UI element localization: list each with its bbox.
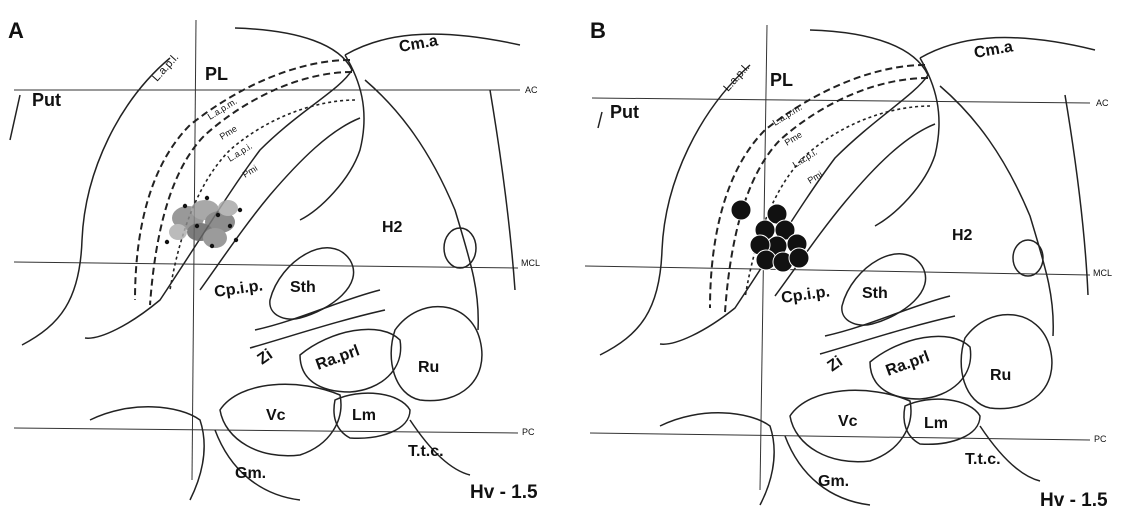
panel-a-label-ttc: T.t.c. xyxy=(408,443,444,460)
panel-b-label-pmi: Pmi xyxy=(806,169,824,186)
panel-b-lesion-cluster xyxy=(731,200,809,272)
panel-b-label-cma: Cm.a xyxy=(973,38,1015,62)
panel-b-label-lapl: L.a.p.l. xyxy=(721,61,752,94)
panel-b-label-ru: Ru xyxy=(990,367,1011,384)
panel-a-label-h2: H2 xyxy=(382,219,403,236)
panel-a-small-nucleus xyxy=(444,228,476,268)
panel-a-label-ru: Ru xyxy=(418,359,439,376)
panel-b-label-zi: Zi xyxy=(825,353,846,375)
contact-dot xyxy=(165,240,169,244)
panel-b-h2-outline xyxy=(940,86,1053,336)
lesion-marker xyxy=(218,200,238,216)
lesion-marker xyxy=(203,228,227,248)
panel-b-label-lapi: L.a.p.i. xyxy=(791,147,819,170)
contact-dot xyxy=(210,244,214,248)
panel-b-label-lm: Lm xyxy=(924,415,948,432)
panel-a-label-vc: Vc xyxy=(266,407,286,424)
contact-dot xyxy=(238,208,242,212)
panel-b-label-lapm: L.a.p.m. xyxy=(771,102,804,128)
contact-dot xyxy=(183,204,187,208)
panel-a-lamina-lapi xyxy=(170,100,355,290)
panel-b: B Put PL L.a.p.l. L.a.p.m. Pme L.a.p.i. … xyxy=(585,18,1112,511)
panel-a-label-pmi: Pmi xyxy=(241,163,259,180)
panel-b-label-put: Put xyxy=(610,102,639,122)
panel-b-small-nucleus xyxy=(1013,240,1043,276)
panel-a-label-pl: PL xyxy=(205,64,228,84)
panel-a-label-zi: Zi xyxy=(255,346,276,368)
panel-a-label-raprl: Ra.prl xyxy=(314,342,362,373)
panel-b-pc-line xyxy=(590,433,1090,440)
contact-dot xyxy=(234,238,238,242)
lesion-circle xyxy=(789,248,809,268)
panel-a-label-cpip: Cp.i.p. xyxy=(213,277,264,301)
panel-a-right-border xyxy=(490,90,515,290)
panel-b-label-cpip: Cp.i.p. xyxy=(780,283,831,307)
panel-a-label-ac: AC xyxy=(525,85,538,95)
panel-a: A Put PL L.a.p.l. L.a.p.m. xyxy=(8,18,540,503)
panel-a-lesion-cluster xyxy=(169,200,238,248)
panel-a-ru-outline xyxy=(391,307,482,401)
panel-a-letter: A xyxy=(8,18,24,43)
panel-a-label-mcl: MCL xyxy=(521,258,540,268)
panel-b-label-mcl: MCL xyxy=(1093,268,1112,278)
panel-b-label-ac: AC xyxy=(1096,98,1109,108)
panel-b-label-sth: Sth xyxy=(862,285,888,302)
panel-b-ru-outline xyxy=(961,315,1052,409)
panel-a-mcl-line xyxy=(14,262,518,268)
lesion-circle xyxy=(731,200,751,220)
contact-dot xyxy=(216,213,220,217)
lesion-marker xyxy=(169,224,187,240)
panel-b-label-pme: Pme xyxy=(783,129,804,147)
panel-b-label-pc: PC xyxy=(1094,434,1107,444)
panel-a-label-gm: Gm. xyxy=(235,465,266,482)
panel-a-label-sth: Sth xyxy=(290,279,316,296)
panel-b-zi-band xyxy=(820,296,955,354)
panel-b-put-tick xyxy=(598,112,602,128)
panel-a-label-put: Put xyxy=(32,90,61,110)
panel-a-label-pme: Pme xyxy=(218,123,239,141)
panel-b-level: Hv - 1.5 xyxy=(1040,490,1108,511)
panel-a-label-pc: PC xyxy=(522,427,535,437)
panel-a-cma-outline xyxy=(300,34,520,220)
panel-a-label-lapi: L.a.p.i. xyxy=(226,141,254,164)
panel-a-h2-outline xyxy=(365,80,478,330)
panel-a-level: Hv - 1.5 xyxy=(470,482,538,503)
panel-a-label-lm: Lm xyxy=(352,407,376,424)
panel-b-label-h2: H2 xyxy=(952,227,973,244)
contact-dot xyxy=(228,224,232,228)
panel-a-pc-line xyxy=(14,428,518,433)
panel-a-put-tick xyxy=(10,95,20,140)
panel-b-label-vc: Vc xyxy=(838,413,858,430)
panel-b-label-pl: PL xyxy=(770,70,793,90)
panel-a-label-lapl: L.a.p.l. xyxy=(150,51,181,84)
panel-b-label-ttc: T.t.c. xyxy=(965,451,1001,468)
contact-dot xyxy=(205,196,209,200)
panel-b-right-border xyxy=(1065,95,1088,295)
contact-dot xyxy=(195,224,199,228)
panel-b-label-raprl: Ra.prl xyxy=(884,348,932,379)
panel-b-label-gm: Gm. xyxy=(818,473,849,490)
panel-b-letter: B xyxy=(590,18,606,43)
